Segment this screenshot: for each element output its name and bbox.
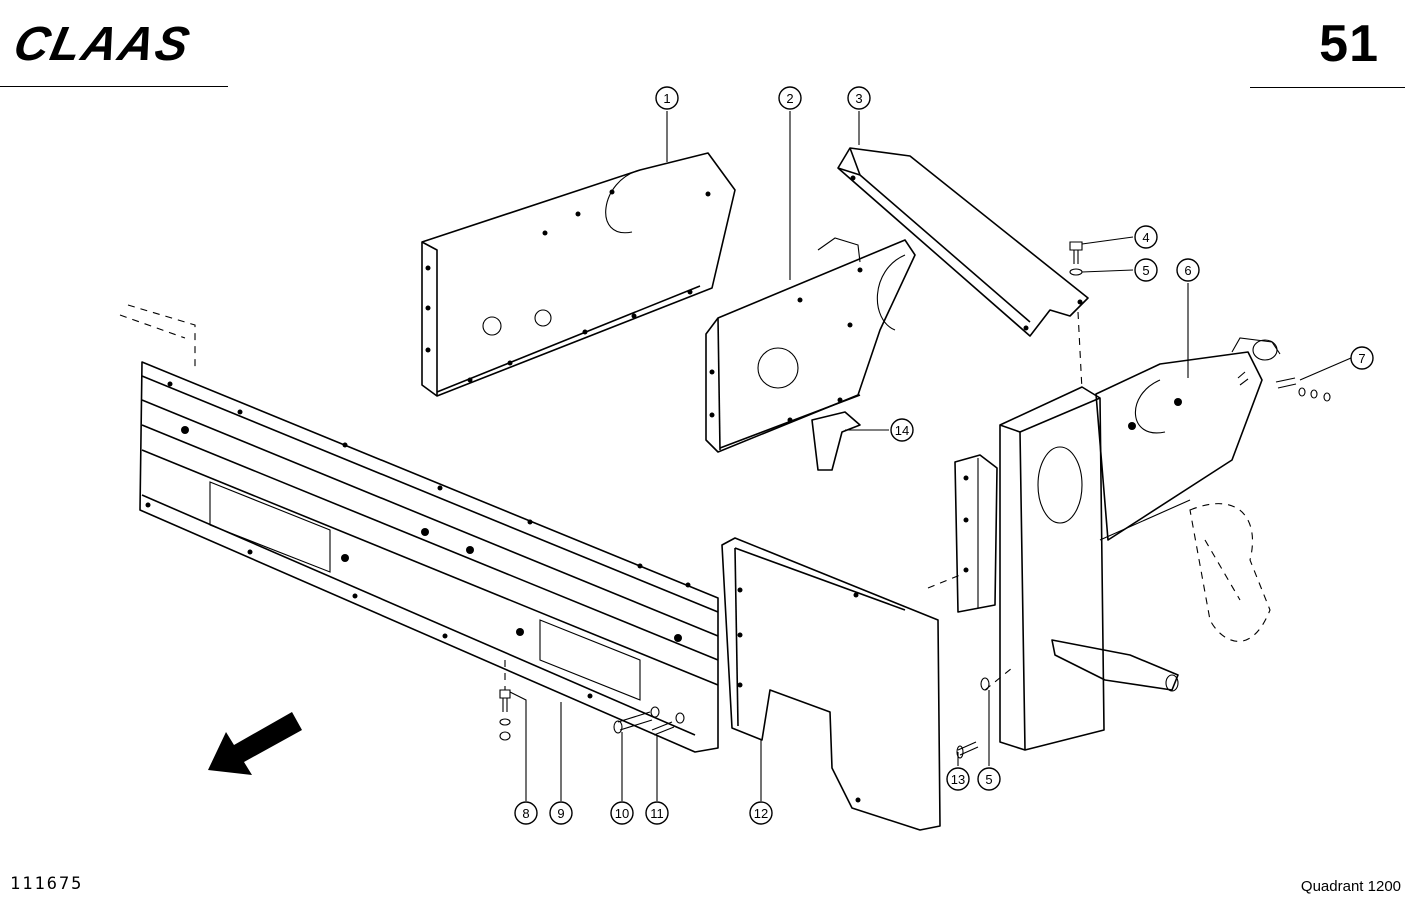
header-rule-left <box>0 86 228 87</box>
claas-logo-text: CLAAS <box>9 20 196 70</box>
model-name: Quadrant 1200 <box>1300 878 1401 895</box>
part-11-bolt <box>650 706 685 736</box>
header-rule-right <box>1250 87 1405 88</box>
svg-text:5: 5 <box>1142 263 1149 278</box>
svg-text:10: 10 <box>615 806 629 821</box>
callout-5-lower: 5 <box>977 767 1001 791</box>
callout-2: 2 <box>778 86 802 110</box>
callout-11: 11 <box>645 801 669 825</box>
callout-6: 6 <box>1176 258 1200 282</box>
svg-text:13: 13 <box>951 772 965 787</box>
direction-arrow-icon <box>208 712 302 775</box>
callout-9: 9 <box>549 801 573 825</box>
callout-10: 10 <box>610 801 634 825</box>
vertical-housing <box>999 386 1191 751</box>
callout-1: 1 <box>655 86 679 110</box>
svg-text:11: 11 <box>650 806 664 821</box>
part-12-panel <box>721 537 941 831</box>
callout-4: 4 <box>1134 225 1158 249</box>
claas-logo: CLAAS <box>9 20 196 70</box>
svg-text:5: 5 <box>985 772 992 787</box>
callout-7: 7 <box>1350 346 1374 370</box>
svg-text:7: 7 <box>1358 351 1365 366</box>
part-3-cover-channel <box>837 147 1089 337</box>
svg-text:6: 6 <box>1184 263 1191 278</box>
part-2-gear-plate <box>705 237 916 453</box>
part-9-frame-beam <box>119 304 719 753</box>
leader-lines <box>509 111 1352 801</box>
svg-text:2: 2 <box>786 91 793 106</box>
callout-8: 8 <box>514 801 538 825</box>
part-5-washer-upper <box>1069 268 1083 276</box>
part-6-bearing-plate <box>1095 337 1281 541</box>
drawing-code: 111675 <box>10 874 84 894</box>
svg-text:14: 14 <box>895 423 909 438</box>
callout-3: 3 <box>847 86 871 110</box>
page-number: 51 <box>1319 15 1379 73</box>
callout-12: 12 <box>749 801 773 825</box>
svg-text:12: 12 <box>754 806 768 821</box>
part-10-bolt <box>613 711 653 734</box>
part-7-pin-set <box>1275 377 1331 402</box>
svg-text:9: 9 <box>557 806 564 821</box>
callout-13: 13 <box>946 767 970 791</box>
svg-text:1: 1 <box>663 91 670 106</box>
callout-5-upper: 5 <box>1134 258 1158 282</box>
hub-outline-dashed <box>1189 503 1271 642</box>
part-4-screw <box>1069 241 1083 264</box>
side-bracket <box>927 454 998 613</box>
assembly-line-13 <box>984 667 1013 691</box>
svg-text:3: 3 <box>855 91 862 106</box>
part-13-screw <box>956 741 979 759</box>
part-14-bracket <box>811 411 861 471</box>
part-8-bolt-set <box>499 660 511 741</box>
part-1-side-plate <box>421 152 736 397</box>
svg-text:8: 8 <box>522 806 529 821</box>
svg-text:4: 4 <box>1142 230 1149 245</box>
assembly-line-3 <box>1077 311 1083 391</box>
callout-14: 14 <box>890 418 914 442</box>
